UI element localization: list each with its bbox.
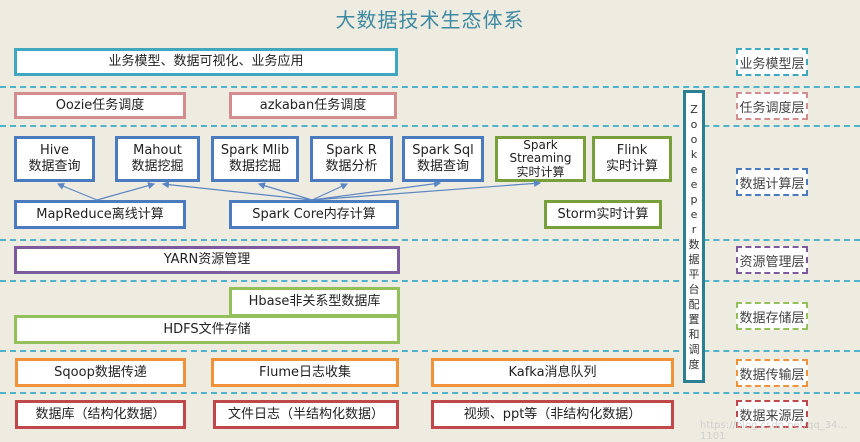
mapreduce-box: MapReduce离线计算 xyxy=(14,200,186,229)
zk-char: o xyxy=(690,132,698,146)
layer-separator xyxy=(0,392,860,394)
zk-char: 置 xyxy=(688,312,700,326)
hdfs-box: HDFS文件存储 xyxy=(14,315,400,344)
zk-char: Z xyxy=(690,102,698,116)
business-app-box: 业务模型、数据可视化、业务应用 xyxy=(14,48,398,76)
layer-label-compute: 数据计算层 xyxy=(736,168,808,196)
engine-desc: 数据查询 xyxy=(416,159,469,174)
yarn-box: YARN资源管理 xyxy=(14,246,400,274)
engine-desc: 数据挖掘 xyxy=(228,159,281,174)
engine-desc: 数据挖掘 xyxy=(131,159,184,174)
engine-name: Flink xyxy=(616,143,648,159)
zk-char: 数 xyxy=(688,237,700,251)
zk-char: r xyxy=(691,222,697,236)
engine-name: Mahout xyxy=(133,143,182,159)
flume-box: Flume日志收集 xyxy=(211,358,399,387)
zk-char: 度 xyxy=(688,357,700,371)
layer-separator xyxy=(0,350,860,352)
layer-separator xyxy=(0,280,860,282)
engine-name: Spark Mlib xyxy=(220,143,290,159)
zk-char: 平 xyxy=(688,267,700,281)
layer-label-source: 数据来源层 xyxy=(736,400,808,428)
engine-name: Spark Streaming xyxy=(509,138,572,166)
zk-char: e xyxy=(690,162,698,176)
hbase-box: Hbase非关系型数据库 xyxy=(229,287,400,317)
zk-char: 台 xyxy=(688,282,700,296)
arrow-mapreduce-hive xyxy=(56,182,98,201)
layer-label-resource: 资源管理层 xyxy=(736,246,808,274)
layer-label-scheduling: 任务调度层 xyxy=(736,92,808,120)
layer-label-storage: 数据存储层 xyxy=(736,302,808,330)
sqoop-box: Sqoop数据传递 xyxy=(15,358,186,387)
engine-desc: 数据分析 xyxy=(325,159,378,174)
azkaban-box: azkaban任务调度 xyxy=(229,92,397,119)
engine-name: Spark R xyxy=(326,143,377,159)
zk-char: 和 xyxy=(688,327,700,341)
layer-separator xyxy=(0,86,860,88)
arrow-mapreduce-mahout xyxy=(96,182,156,201)
engine-name: Hive xyxy=(39,143,70,159)
engine-desc: 实时计算 xyxy=(516,164,565,179)
layer-label-business: 业务模型层 xyxy=(736,48,808,76)
engine-desc: 实时计算 xyxy=(605,159,658,174)
kafka-box: Kafka消息队列 xyxy=(431,358,674,387)
layer-separator xyxy=(0,125,860,127)
spark-core-box: Spark Core内存计算 xyxy=(229,200,399,229)
structured-data-box: 数据库（结构化数据） xyxy=(15,400,186,429)
arrow-sparkcore-sql xyxy=(311,180,442,201)
zk-char: k xyxy=(690,147,698,161)
zk-char: 据 xyxy=(688,252,700,266)
zk-char: 配 xyxy=(688,297,700,311)
watermark: https://blog.csdn.net/qq_34…1101 xyxy=(700,420,848,442)
arrow-sparkcore-mahout xyxy=(161,181,313,201)
semi-structured-data-box: 文件日志（半结构化数据） xyxy=(213,400,399,429)
engine-desc: 数据查询 xyxy=(28,159,81,174)
layer-separator xyxy=(0,239,860,241)
engine-name: Spark Sql xyxy=(412,143,474,159)
arrow-sparkcore-r xyxy=(311,183,349,201)
arrow-sparkcore-mlib xyxy=(257,182,313,201)
storm-box: Storm实时计算 xyxy=(544,200,662,229)
zk-char: 调 xyxy=(688,342,700,356)
diagram-title: 大数据技术生态体系 xyxy=(335,8,525,32)
zookeeper-bar: Z o o k e e p e r 数 据 平 台 配 置 和 调 度 xyxy=(683,90,705,383)
zk-char: e xyxy=(690,177,698,191)
unstructured-data-box: 视频、ppt等（非结构化数据） xyxy=(431,400,674,429)
zk-char: p xyxy=(690,192,698,206)
arrow-sparkcore-streaming xyxy=(311,179,542,201)
zk-char: o xyxy=(690,117,698,131)
layer-label-transport: 数据传输层 xyxy=(736,359,808,387)
zk-char: e xyxy=(690,207,698,221)
oozie-box: Oozie任务调度 xyxy=(14,92,186,119)
